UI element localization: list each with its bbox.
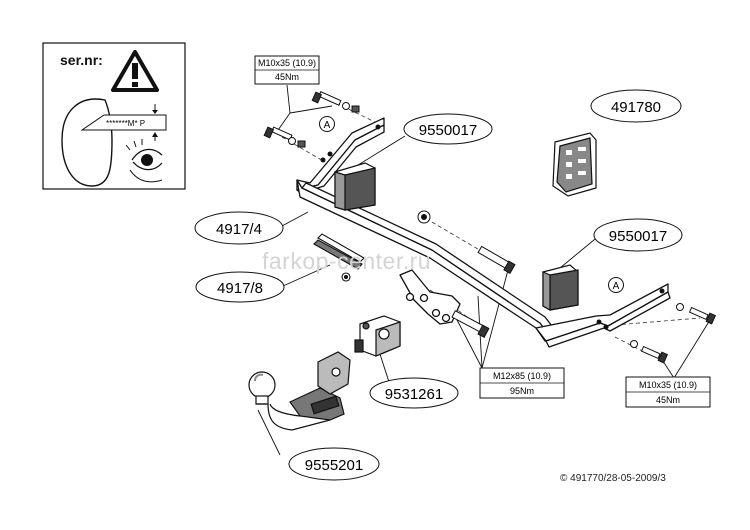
bracket-4917-8 [313,233,365,282]
bolt-spec-top-size: M10x35 (10.9) [258,58,316,68]
watermark: farkop-center.ru [262,248,432,274]
part-label-instruction-card-text: 491780 [611,99,661,116]
bolt-spec-box-top: M10x35 (10.9) 45Nm [254,55,320,85]
part-label-spacer-top: 9550017 [403,113,493,145]
spacer-block-right [542,264,579,312]
bolt-right-1 [676,303,717,325]
bolt-right-2 [630,340,669,364]
part-label-tow-ball-text: 9555201 [305,457,363,474]
part-label-spacer-top-text: 9550017 [419,122,477,139]
tow-ball [248,351,351,431]
crossbar [296,117,671,348]
part-label-socket-housing-text: 9531261 [385,386,443,403]
part-label-spacer-right-text: 9550017 [609,228,667,245]
eye-icon [125,139,163,183]
nut-center [417,210,431,224]
part-label-instruction-card: 491780 [590,89,682,123]
detail-marker-left: A [319,116,335,132]
bolt-spec-center-torque: 95Nm [510,386,534,396]
part-label-bracket-text: 4917/8 [217,280,263,297]
part-label-crossbar-text: 4917/4 [216,221,262,238]
bolt-spec-right-torque: 45Nm [656,395,680,405]
detail-marker-right-label: A [613,281,620,292]
serial-number-panel: *******M* P [42,42,186,190]
bolt-top-2 [263,126,306,148]
bolt-spec-right-size: M10x35 (10.9) [639,380,697,390]
instruction-card [552,132,597,197]
bolt-spec-center-size: M12x85 (10.9) [493,371,551,381]
fasteners [263,91,717,364]
warning-triangle-icon [111,50,159,92]
serial-plate: *******M* P [80,104,167,141]
copyright-notice: © 491770/28-05-2009/3 [560,473,666,484]
part-label-socket-housing: 9531261 [369,377,459,409]
bolt-top-1 [311,91,360,113]
part-label-spacer-right: 9550017 [593,218,683,252]
towbar-profile-icon [61,98,113,187]
part-label-tow-ball: 9555201 [288,447,380,481]
bolt-spec-box-right: M10x35 (10.9) 45Nm [625,376,711,408]
socket-housing [354,315,401,357]
bolt-spec-top-torque: 45Nm [275,72,299,82]
bolt-spec-box-center: M12x85 (10.9) 95Nm [479,367,565,399]
spacer-block-top [334,162,376,211]
serial-number-label: ser.nr: [60,52,103,68]
serial-plate-text: *******M* P [106,119,145,128]
detail-marker-right: A [608,277,624,293]
part-label-crossbar: 4917/4 [194,211,284,245]
part-label-bracket: 4917/8 [195,271,285,303]
bolt-center-2 [451,310,490,338]
bolt-center-1 [477,245,516,275]
mounting-holes [320,124,665,330]
detail-marker-left-label: A [324,120,331,131]
